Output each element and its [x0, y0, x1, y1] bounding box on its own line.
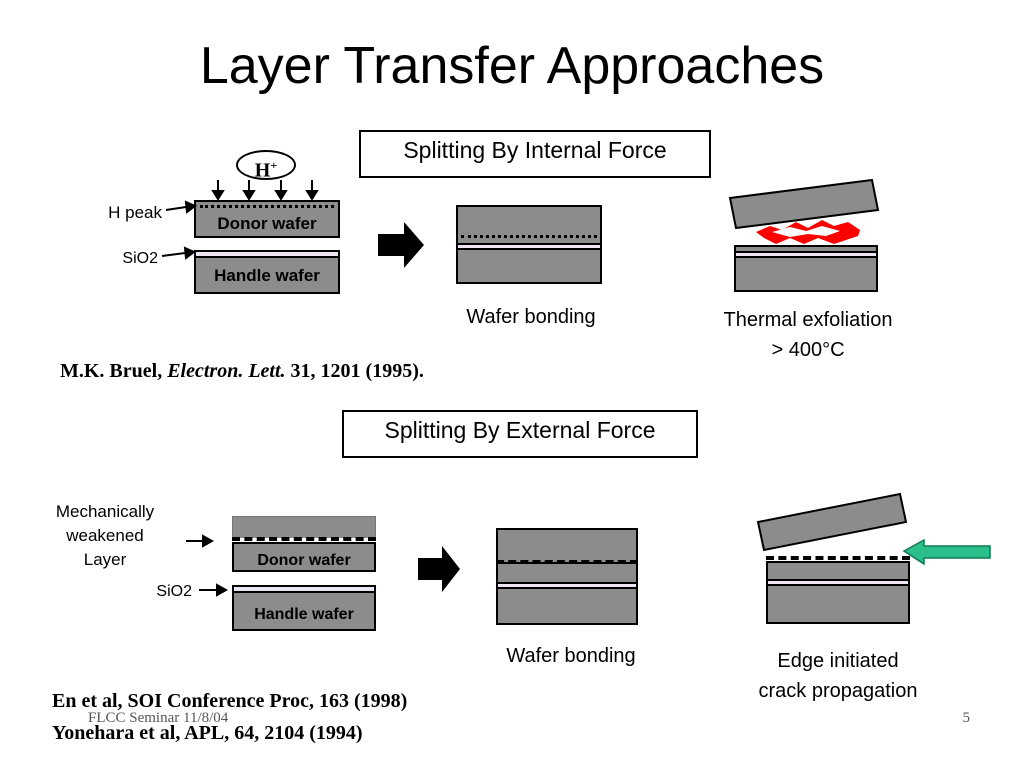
hydrogen-ion-label: H — [254, 159, 271, 182]
weakened-layer-label: Mechanically weakened Layer — [30, 500, 180, 572]
weakened-layer-line — [232, 537, 376, 541]
slide-footer: FLCC Seminar 11/8/04 — [88, 710, 229, 726]
exfoliation-handle-wafer — [734, 256, 878, 292]
external-force-header: Splitting By External Force — [342, 410, 698, 458]
donor-wafer: Donor wafer — [194, 200, 340, 238]
crack-front-line — [766, 556, 910, 560]
yonehara-reference: Yonehara et al, APL, 64, 2104 (1994) — [52, 722, 363, 744]
slide-title: Layer Transfer Approaches — [199, 37, 825, 95]
hydrogen-ion-charge: + — [270, 158, 278, 172]
wafer-bonding-caption: Wafer bonding — [466, 306, 596, 328]
internal-force-header: Splitting By Internal Force — [359, 130, 711, 178]
weakened-layer-label-line2: weakened — [66, 526, 144, 545]
weakened-layer-label-line3: Layer — [83, 550, 127, 569]
wafer-bonding-caption-external: Wafer bonding — [506, 645, 636, 667]
h-peak-label: H peak — [108, 203, 162, 222]
bonded-handle-wafer — [456, 248, 602, 284]
weakened-layer-label-line1: Mechanically — [55, 502, 155, 521]
crack-handle-wafer — [766, 584, 910, 624]
donor-wafer-external: Donor wafer — [232, 542, 376, 572]
bonded-handle-wafer-external — [496, 587, 638, 625]
handle-wafer-external: Handle wafer — [232, 591, 376, 631]
en-reference: En et al, SOI Conference Proc, 163 (1998… — [52, 690, 408, 712]
bonded-weakened-line — [496, 560, 638, 564]
donor-wafer-label-external: Donor wafer — [257, 552, 351, 569]
h-peak-line — [200, 205, 334, 208]
bruel-reference: M.K. Bruel, Electron. Lett. 31, 1201 (19… — [60, 358, 580, 384]
bruel-reference-rest: 31, 1201 (1995). — [285, 360, 424, 382]
handle-wafer-label: Handle wafer — [214, 266, 320, 285]
temperature-caption: > 400°C — [771, 339, 845, 361]
bruel-reference-journal: Electron. Lett. — [167, 360, 286, 382]
handle-wafer: Handle wafer — [194, 256, 340, 294]
handle-wafer-label-external: Handle wafer — [254, 606, 354, 623]
exfoliated-layer — [728, 178, 880, 230]
h-peak-line-bonded — [461, 235, 597, 238]
edge-initiated-caption: Edge initiated — [777, 650, 899, 672]
slide-number: 5 — [962, 710, 971, 726]
push-arrow-icon — [902, 538, 991, 566]
sio2-label: SiO2 — [122, 250, 158, 267]
hydrogen-ion-bubble: H+ — [236, 150, 296, 182]
donor-wafer-label: Donor wafer — [217, 214, 317, 233]
remaining-film-external — [766, 561, 910, 581]
thermal-exfoliation-caption: Thermal exfoliation — [723, 309, 893, 331]
detached-layer — [756, 492, 908, 552]
donor-wafer-top-external — [232, 516, 376, 538]
sio2-label-external: SiO2 — [156, 583, 192, 600]
bruel-reference-author: M.K. Bruel, — [60, 360, 168, 382]
crack-propagation-caption: crack propagation — [758, 680, 918, 702]
